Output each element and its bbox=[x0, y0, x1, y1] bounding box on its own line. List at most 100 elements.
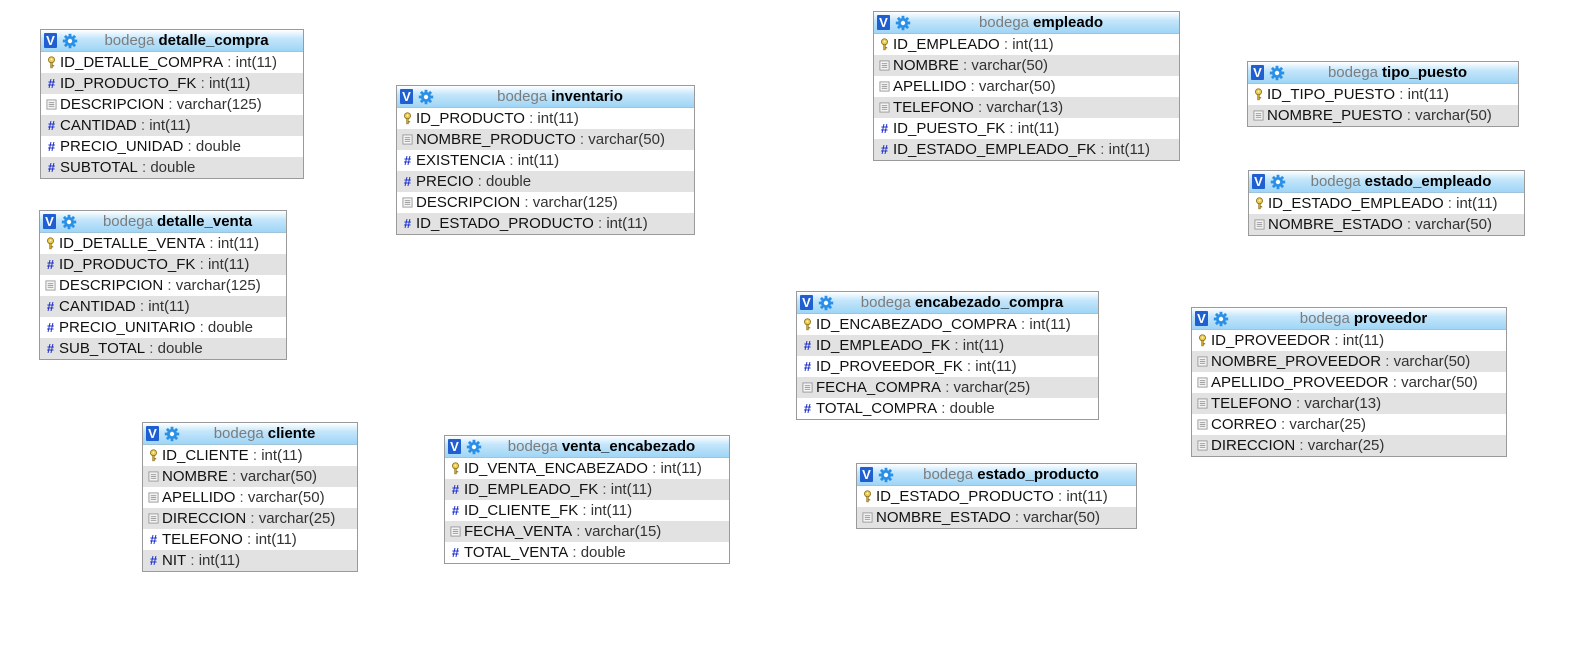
column-type: int(11) bbox=[207, 256, 250, 273]
gear-icon[interactable] bbox=[878, 467, 894, 483]
column-row[interactable]: FECHA_COMPRA : varchar(25) bbox=[797, 377, 1098, 398]
toggle-visibility-icon[interactable]: V bbox=[860, 467, 873, 482]
column-row[interactable]: ID_DETALLE_VENTA : int(11) bbox=[40, 233, 286, 254]
column-row[interactable]: #ID_PRODUCTO_FK : int(11) bbox=[40, 254, 286, 275]
column-row[interactable]: ID_ESTADO_EMPLEADO : int(11) bbox=[1249, 193, 1524, 214]
column-row[interactable]: NOMBRE_ESTADO : varchar(50) bbox=[857, 507, 1136, 528]
toggle-visibility-icon[interactable]: V bbox=[400, 89, 413, 104]
column-row[interactable]: #ID_ESTADO_PRODUCTO : int(11) bbox=[397, 213, 694, 234]
column-row[interactable]: #ID_PUESTO_FK : int(11) bbox=[874, 118, 1179, 139]
toggle-visibility-icon[interactable]: V bbox=[1195, 311, 1208, 326]
column-row[interactable]: TELEFONO : varchar(13) bbox=[874, 97, 1179, 118]
column-row[interactable]: #PRECIO_UNIDAD : double bbox=[41, 136, 303, 157]
column-row[interactable]: DIRECCION : varchar(25) bbox=[143, 508, 357, 529]
column-row[interactable]: DESCRIPCION : varchar(125) bbox=[40, 275, 286, 296]
toggle-visibility-icon[interactable]: V bbox=[448, 439, 461, 454]
column-row[interactable]: #CANTIDAD : int(11) bbox=[40, 296, 286, 317]
column-row[interactable]: CORREO : varchar(25) bbox=[1192, 414, 1506, 435]
gear-icon[interactable] bbox=[895, 15, 911, 31]
toggle-visibility-icon[interactable]: V bbox=[1252, 174, 1265, 189]
column-row[interactable]: APELLIDO : varchar(50) bbox=[143, 487, 357, 508]
gear-icon[interactable] bbox=[418, 89, 434, 105]
column-row[interactable]: ID_DETALLE_COMPRA : int(11) bbox=[41, 52, 303, 73]
gear-icon[interactable] bbox=[164, 426, 180, 442]
gear-icon[interactable] bbox=[466, 439, 482, 455]
column-row[interactable]: ID_ENCABEZADO_COMPRA : int(11) bbox=[797, 314, 1098, 335]
column-row[interactable]: #ID_EMPLEADO_FK : int(11) bbox=[797, 335, 1098, 356]
column-row[interactable]: ID_ESTADO_PRODUCTO : int(11) bbox=[857, 486, 1136, 507]
column-row[interactable]: TELEFONO : varchar(13) bbox=[1192, 393, 1506, 414]
gear-icon[interactable] bbox=[1213, 311, 1229, 327]
column-row[interactable]: DIRECCION : varchar(25) bbox=[1192, 435, 1506, 456]
column-row[interactable]: NOMBRE_PUESTO : varchar(50) bbox=[1248, 105, 1518, 126]
column-row[interactable]: #PRECIO_UNITARIO : double bbox=[40, 317, 286, 338]
column-row[interactable]: #ID_EMPLEADO_FK : int(11) bbox=[445, 479, 729, 500]
column-row[interactable]: #PRECIO : double bbox=[397, 171, 694, 192]
column-row[interactable]: APELLIDO : varchar(50) bbox=[874, 76, 1179, 97]
toggle-visibility-icon[interactable]: V bbox=[44, 33, 57, 48]
column-row[interactable]: NOMBRE_ESTADO : varchar(50) bbox=[1249, 214, 1524, 235]
type-separator: : bbox=[647, 460, 661, 477]
gear-icon[interactable] bbox=[61, 214, 77, 230]
gear-icon[interactable] bbox=[62, 33, 78, 49]
gear-icon[interactable] bbox=[818, 295, 834, 311]
column-row[interactable]: NOMBRE : varchar(50) bbox=[143, 466, 357, 487]
column-row[interactable]: FECHA_VENTA : varchar(15) bbox=[445, 521, 729, 542]
toggle-visibility-icon[interactable]: V bbox=[800, 295, 813, 310]
column-row[interactable]: #ID_PRODUCTO_FK : int(11) bbox=[41, 73, 303, 94]
gear-icon[interactable] bbox=[1269, 65, 1285, 81]
toggle-visibility-icon[interactable]: V bbox=[877, 15, 890, 30]
column-row[interactable]: ID_VENTA_ENCABEZADO : int(11) bbox=[445, 458, 729, 479]
toggle-visibility-icon[interactable]: V bbox=[146, 426, 159, 441]
column-row[interactable]: #NIT : int(11) bbox=[143, 550, 357, 571]
column-row[interactable]: #SUBTOTAL : double bbox=[41, 157, 303, 178]
column-row[interactable]: #TOTAL_VENTA : double bbox=[445, 542, 729, 563]
column-row[interactable]: #ID_PROVEEDOR_FK : int(11) bbox=[797, 356, 1098, 377]
column-row[interactable]: ID_PROVEEDOR : int(11) bbox=[1192, 330, 1506, 351]
column-row[interactable]: #CANTIDAD : int(11) bbox=[41, 115, 303, 136]
column-row[interactable]: APELLIDO_PROVEEDOR : varchar(50) bbox=[1192, 372, 1506, 393]
gear-icon[interactable] bbox=[1270, 174, 1286, 190]
column-row[interactable]: NOMBRE_PRODUCTO : varchar(50) bbox=[397, 129, 694, 150]
column-row[interactable]: DESCRIPCION : varchar(125) bbox=[397, 192, 694, 213]
column-row[interactable]: ID_PRODUCTO : int(11) bbox=[397, 108, 694, 129]
column-row[interactable]: #EXISTENCIA : int(11) bbox=[397, 150, 694, 171]
column-row[interactable]: #SUB_TOTAL : double bbox=[40, 338, 286, 359]
column-row[interactable]: ID_EMPLEADO : int(11) bbox=[874, 34, 1179, 55]
column-row[interactable]: DESCRIPCION : varchar(125) bbox=[41, 94, 303, 115]
toggle-visibility-icon[interactable]: V bbox=[43, 214, 56, 229]
column-row[interactable]: #ID_ESTADO_EMPLEADO_FK : int(11) bbox=[874, 139, 1179, 160]
toggle-visibility-icon[interactable]: V bbox=[1251, 65, 1264, 80]
column-row[interactable]: ID_CLIENTE : int(11) bbox=[143, 445, 357, 466]
type-separator: : bbox=[135, 298, 149, 315]
column-row[interactable]: NOMBRE : varchar(50) bbox=[874, 55, 1179, 76]
column-row[interactable]: #TOTAL_COMPRA : double bbox=[797, 398, 1098, 419]
hash-icon: # bbox=[403, 174, 412, 189]
column-row[interactable]: #TELEFONO : int(11) bbox=[143, 529, 357, 550]
column-row[interactable]: #ID_CLIENTE_FK : int(11) bbox=[445, 500, 729, 521]
column-row[interactable]: ID_TIPO_PUESTO : int(11) bbox=[1248, 84, 1518, 105]
column-row[interactable]: NOMBRE_PROVEEDOR : varchar(50) bbox=[1192, 351, 1506, 372]
